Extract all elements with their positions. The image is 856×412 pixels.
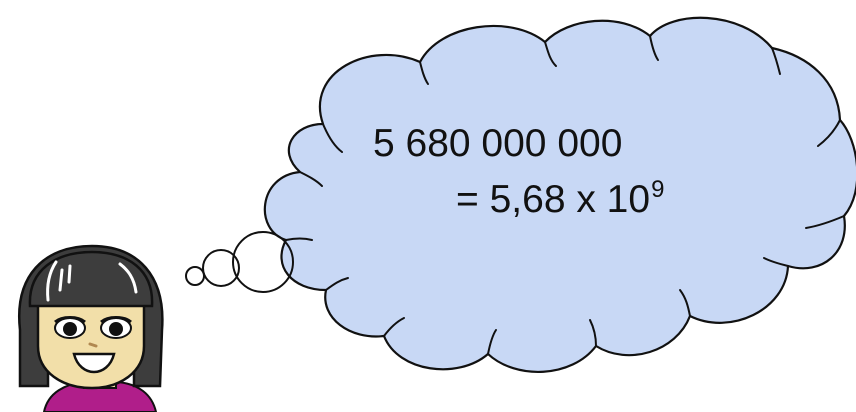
- girl-avatar-icon: [17, 244, 164, 412]
- trail-circle-large: [232, 231, 294, 293]
- scientific-prefix: = 5,68 x 10: [456, 178, 651, 221]
- cloud-creases: [285, 35, 845, 355]
- thought-cloud: [263, 16, 856, 373]
- nose: [88, 342, 98, 348]
- cloud-shape: [263, 16, 856, 373]
- exponent: 9: [651, 176, 665, 203]
- number-text: 5 680 000 000: [373, 124, 622, 163]
- mouth: [72, 352, 116, 374]
- thought-trail: [185, 231, 294, 293]
- trail-circle-small: [185, 266, 205, 286]
- trail-circle-medium: [202, 249, 240, 287]
- hair-highlights: [46, 260, 138, 302]
- scientific-notation-text: = 5,68 x 109: [456, 178, 664, 221]
- eyes: [54, 316, 132, 339]
- standard-form-number: 5 680 000 000: [373, 122, 623, 165]
